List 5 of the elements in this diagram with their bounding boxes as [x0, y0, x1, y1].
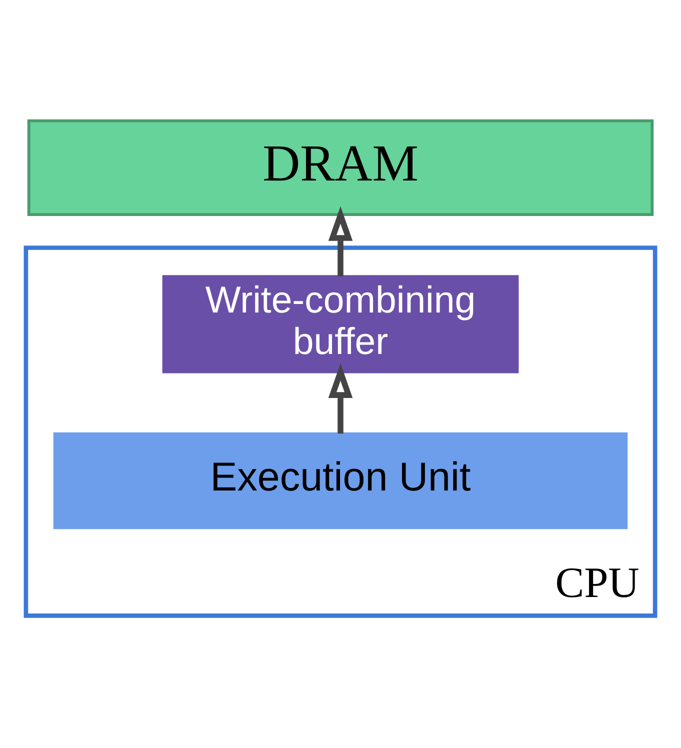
node-box: Write-combining buffer: [162, 275, 519, 374]
arrow: [328, 363, 353, 434]
node-box: DRAM: [27, 119, 654, 216]
node-box: Execution Unit: [53, 432, 628, 530]
arrow: [328, 206, 353, 276]
